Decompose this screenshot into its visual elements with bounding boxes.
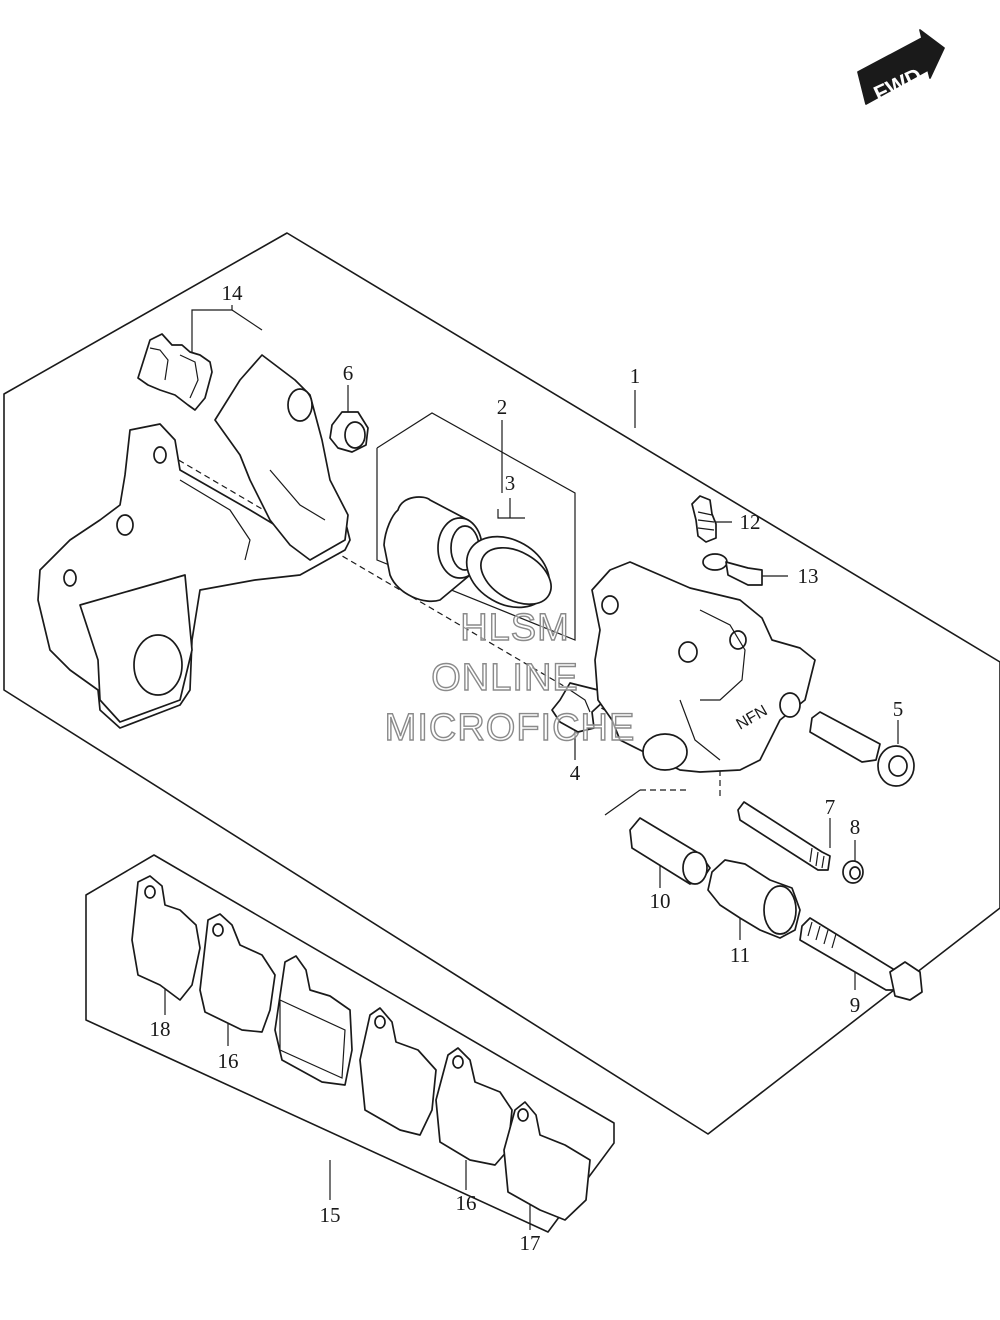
- piston-part: [383, 496, 483, 603]
- pad-set-outline: [85, 854, 615, 1233]
- callout-9: 9: [850, 993, 861, 1017]
- watermark-line-1: HLSM: [460, 607, 570, 649]
- callout-12: 12: [740, 510, 761, 534]
- callout-8: 8: [850, 815, 861, 839]
- callout-16-left: 16: [218, 1049, 239, 1073]
- boot-part: [707, 859, 801, 939]
- pad-backing-16-left: [199, 913, 276, 1033]
- callout-2: 2: [497, 395, 508, 419]
- mounting-bolt-part: [799, 917, 923, 1001]
- callout-labels: 1 2 3 4 5 6 7 8 9 10 11 12 13 14 15 16 1…: [150, 281, 904, 1255]
- callout-15: 15: [320, 1203, 341, 1227]
- sleeve-part: [629, 817, 711, 885]
- pad-shim-middle: [359, 1007, 437, 1136]
- caliper-assembly-outline: [3, 232, 1000, 1135]
- bleeder-cap-part: [702, 553, 763, 586]
- callout-16-right: 16: [456, 1191, 477, 1215]
- brake-pad-lining: [274, 955, 353, 1086]
- slide-pin-part: [737, 801, 831, 871]
- callout-5: 5: [893, 697, 904, 721]
- callout-18: 18: [150, 1017, 171, 1041]
- piston-group-bracket: [376, 412, 576, 641]
- small-nut-part: [842, 860, 864, 884]
- callout-4: 4: [570, 761, 581, 785]
- bleeder-valve-part: [691, 495, 717, 543]
- callout-1: 1: [630, 364, 641, 388]
- pad-shim-18: [131, 875, 201, 1001]
- pin-bolt-part: [809, 711, 915, 787]
- callout-17: 17: [520, 1231, 541, 1255]
- fwd-direction-badge: FWD: [857, 29, 945, 107]
- callout-3: 3: [505, 471, 516, 495]
- watermark-line-2: ONLINE: [431, 657, 578, 699]
- caliper-body: NFN: [591, 561, 816, 773]
- watermark: HLSM ONLINE MICROFICHE: [384, 606, 636, 749]
- pad-retainer-part: [551, 682, 606, 733]
- rubber-boot-part: [329, 411, 369, 453]
- piston-seal-part: [465, 535, 552, 609]
- callout-14: 14: [222, 281, 244, 305]
- pad-spring-clip: [137, 333, 213, 411]
- callout-10: 10: [650, 889, 671, 913]
- pad-shim-17: [503, 1101, 591, 1221]
- callout-7: 7: [825, 795, 836, 819]
- callout-6: 6: [343, 361, 354, 385]
- pad-backing-16-right: [435, 1047, 513, 1166]
- callout-13: 13: [798, 564, 819, 588]
- brake-pads-group: [131, 875, 591, 1221]
- caliper-bracket: [37, 354, 351, 729]
- watermark-line-3: MICROFICHE: [385, 707, 636, 749]
- callout-11: 11: [730, 943, 750, 967]
